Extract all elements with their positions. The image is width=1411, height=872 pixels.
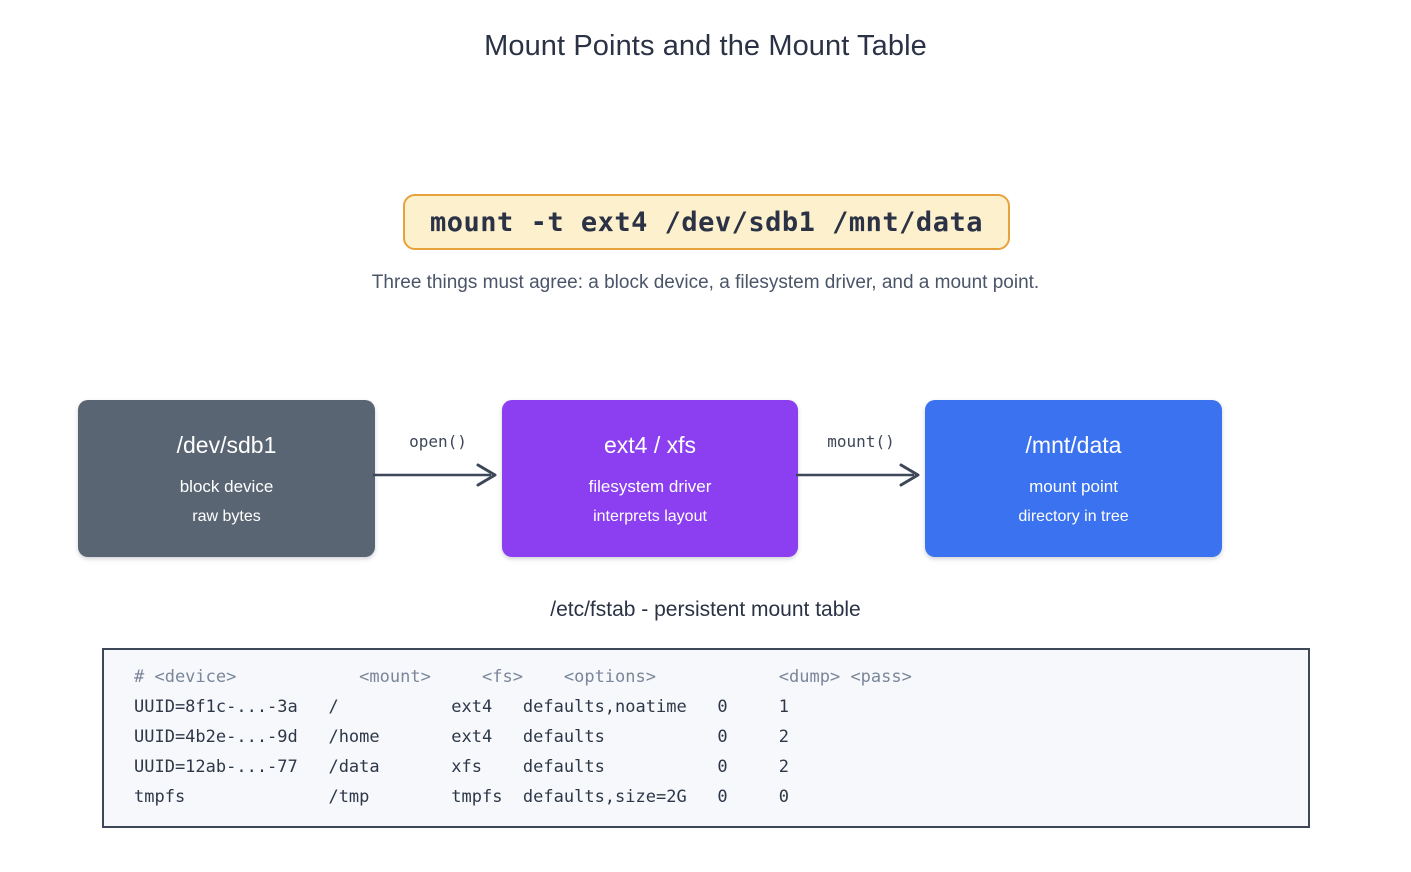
mount-command-text: mount -t ext4 /dev/sdb1 /mnt/data bbox=[430, 206, 983, 238]
fstab-row: UUID=4b2e-...-9d /home ext4 defaults 0 2 bbox=[134, 727, 790, 747]
fstab-row: UUID=12ab-...-77 /data xfs defaults 0 2 bbox=[134, 757, 790, 777]
arrow-label-mount: mount() bbox=[827, 432, 895, 451]
flow-box-device-title: /dev/sdb1 bbox=[176, 431, 277, 458]
flow-box-mount-line2: directory in tree bbox=[1018, 507, 1129, 525]
flow-box-device-line2: raw bytes bbox=[192, 507, 261, 525]
fstab-row: UUID=8f1c-...-3a / ext4 defaults,noatime… bbox=[134, 697, 790, 717]
flow-box-mount-title: /mnt/data bbox=[1025, 431, 1122, 458]
flow-box-block-device: /dev/sdb1 block device raw bytes bbox=[78, 400, 375, 557]
fstab-header-row: # <device> <mount> <fs> <options> <dump>… bbox=[134, 667, 912, 687]
flow-box-driver-line1: filesystem driver bbox=[588, 476, 712, 496]
arrow-mount-icon bbox=[796, 463, 920, 487]
mount-command-box: mount -t ext4 /dev/sdb1 /mnt/data bbox=[403, 194, 1010, 250]
flow-box-driver-line2: interprets layout bbox=[593, 507, 707, 525]
page-title: Mount Points and the Mount Table bbox=[484, 30, 927, 62]
arrow-open-icon bbox=[373, 463, 497, 487]
fstab-table-panel: # <device> <mount> <fs> <options> <dump>… bbox=[102, 648, 1310, 828]
flow-box-device-line1: block device bbox=[179, 476, 274, 496]
flow-box-mount-point: /mnt/data mount point directory in tree bbox=[925, 400, 1222, 557]
arrow-label-open: open() bbox=[409, 432, 467, 451]
flow-box-mount-line1: mount point bbox=[1029, 476, 1118, 496]
flow-box-filesystem-driver: ext4 / xfs filesystem driver interprets … bbox=[502, 400, 798, 557]
fstab-caption: /etc/fstab - persistent mount table bbox=[550, 598, 861, 621]
subtitle-text: Three things must agree: a block device,… bbox=[371, 272, 1040, 293]
fstab-row: tmpfs /tmp tmpfs defaults,size=2G 0 0 bbox=[134, 787, 790, 807]
flow-box-driver-title: ext4 / xfs bbox=[603, 431, 697, 458]
